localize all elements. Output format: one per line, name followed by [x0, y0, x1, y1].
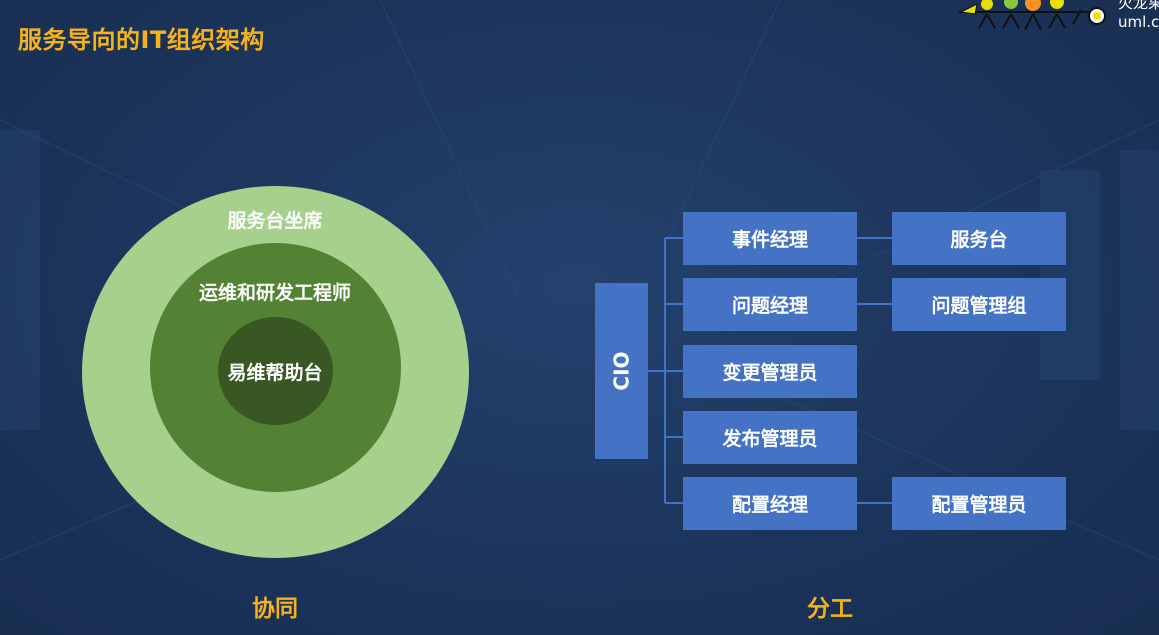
role-box-change-manager: 变更管理员 — [683, 345, 857, 398]
role-box-problem-manager: 问题经理 — [683, 278, 857, 331]
sub-box-config-admin: 配置管理员 — [892, 477, 1066, 530]
company-logo — [959, 0, 1106, 31]
logo-text-url: uml.c — [1118, 13, 1159, 31]
collaboration-caption: 协同 — [252, 596, 298, 622]
cio-label: CIO — [609, 351, 634, 391]
middle-ring-label: 运维和研发工程师 — [198, 282, 351, 304]
role-box-config-manager: 配置经理 — [683, 477, 857, 530]
outer-ring-label: 服务台坐席 — [227, 210, 323, 232]
page-title: 服务导向的IT组织架构 — [18, 26, 265, 54]
role-box-incident-manager: 事件经理 — [683, 212, 857, 265]
role-box-release-manager: 发布管理员 — [683, 411, 857, 464]
sub-box-service-desk: 服务台 — [892, 212, 1066, 265]
inner-ring-label: 易维帮助台 — [227, 362, 323, 384]
cio-box: CIO — [595, 283, 648, 459]
sub-box-problem-team: 问题管理组 — [892, 278, 1066, 331]
logo-text-brand: 火龙果 — [1118, 0, 1159, 12]
division-caption: 分工 — [807, 596, 853, 622]
inner-ring — [218, 317, 333, 425]
